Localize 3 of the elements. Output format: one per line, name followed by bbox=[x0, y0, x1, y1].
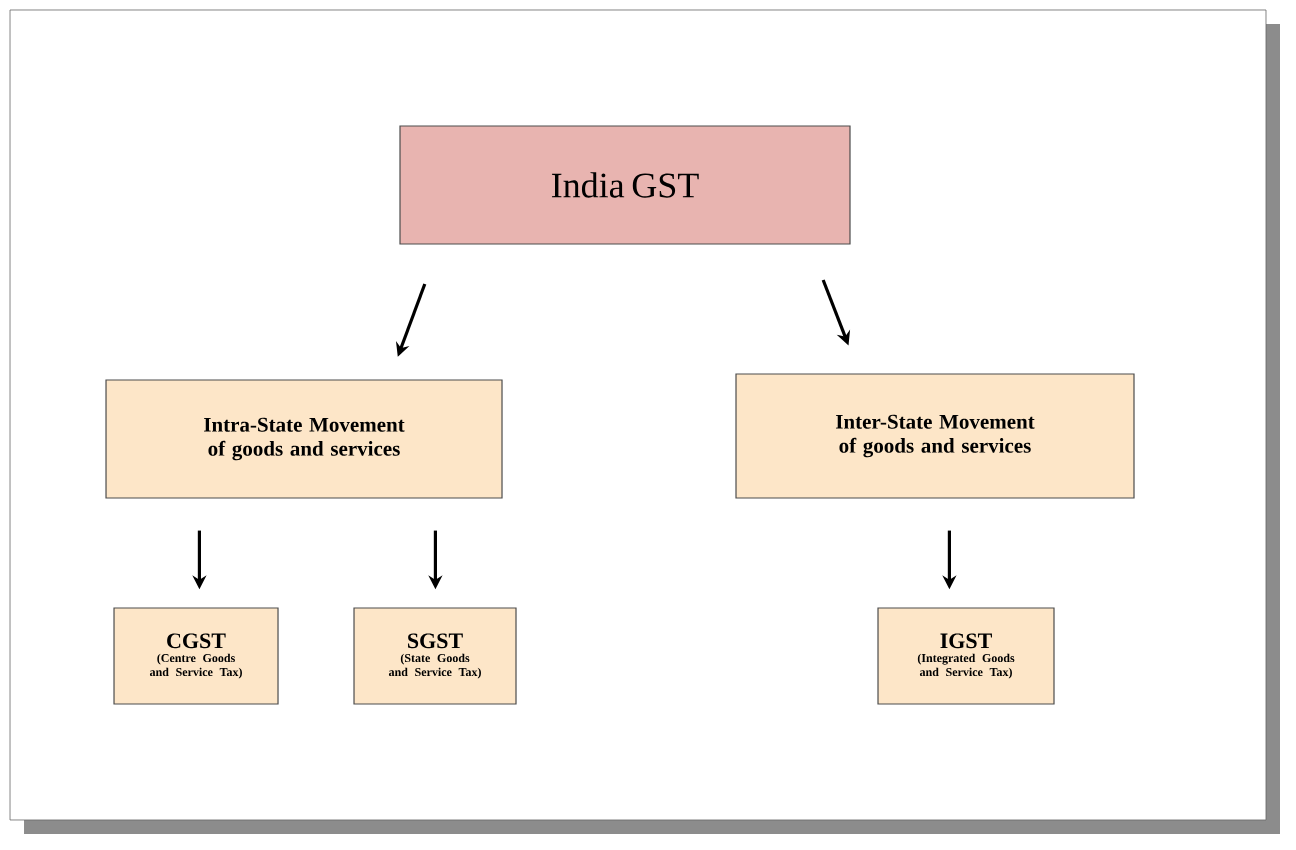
category-box: Inter-State Movement of goods and services bbox=[735, 373, 1135, 499]
category-box: Intra-State Movement of goods and services bbox=[105, 379, 503, 499]
title-box: India GST bbox=[399, 125, 851, 245]
